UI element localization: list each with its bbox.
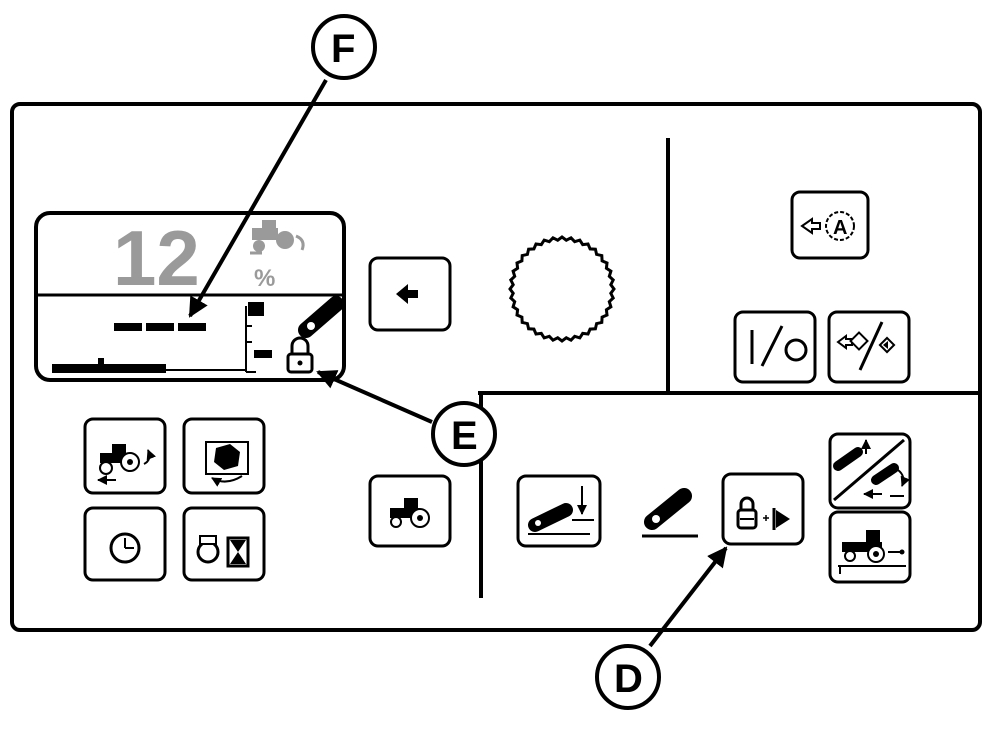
tractor-button[interactable]: [368, 474, 452, 548]
rotation-icon: [205, 441, 249, 487]
engage-disengage-button[interactable]: [827, 310, 911, 384]
tractor-icon: [390, 498, 430, 528]
implement-arm-icon: [298, 296, 344, 338]
callout-f-arrow: [188, 79, 328, 318]
engine-hours-button[interactable]: [182, 506, 266, 582]
arrow-left-icon: [396, 284, 418, 304]
level-gauge-icon: [245, 302, 272, 373]
arm-down-icon: [528, 486, 594, 535]
tractor-implement-icon: [838, 530, 906, 574]
implement-raise-lower-button[interactable]: [828, 432, 912, 510]
segment-bar: [114, 323, 206, 331]
on-off-button[interactable]: [733, 310, 817, 384]
lock-enable-button[interactable]: [721, 472, 805, 546]
lock-enable-icon: [736, 496, 790, 530]
tractor-slip-button[interactable]: [83, 417, 167, 495]
engage-disengage-icon: [836, 321, 896, 371]
implement-raise-lower-icon: [833, 438, 910, 502]
callout-e-label: E: [451, 414, 478, 458]
tractor-implement-button[interactable]: [828, 510, 912, 584]
tractor-slip-icon: [250, 220, 305, 255]
callout-d-arrow: [648, 546, 728, 648]
progress-bar: [52, 358, 246, 373]
svg-text:A: A: [833, 217, 847, 239]
panel-frame: [10, 102, 982, 632]
clock-button[interactable]: [83, 506, 167, 582]
clock-icon: [109, 532, 141, 564]
tractor-slip-icon: [97, 444, 156, 485]
auto-gear-icon: A: [800, 211, 855, 241]
callout-f: F: [188, 14, 377, 318]
engine-hourglass-icon: [196, 535, 250, 568]
on-off-icon: [750, 325, 808, 367]
implement-arm-icon: [642, 488, 698, 538]
auto-activate-button[interactable]: A: [790, 190, 870, 260]
callout-d-label: D: [614, 657, 643, 701]
callout-e-arrow: [316, 370, 433, 424]
lower-implement-button[interactable]: [516, 474, 602, 548]
unit-symbol: %: [254, 265, 275, 292]
lock-icon: [286, 336, 314, 374]
lcd-display: 12 %: [34, 211, 346, 382]
readout-value: 12: [113, 214, 200, 302]
rotation-button[interactable]: [182, 417, 266, 495]
callout-e: E: [316, 370, 497, 467]
back-button[interactable]: [368, 256, 452, 332]
rotary-dial[interactable]: [508, 235, 616, 343]
callout-d: D: [595, 546, 728, 710]
callout-f-label: F: [331, 27, 355, 71]
